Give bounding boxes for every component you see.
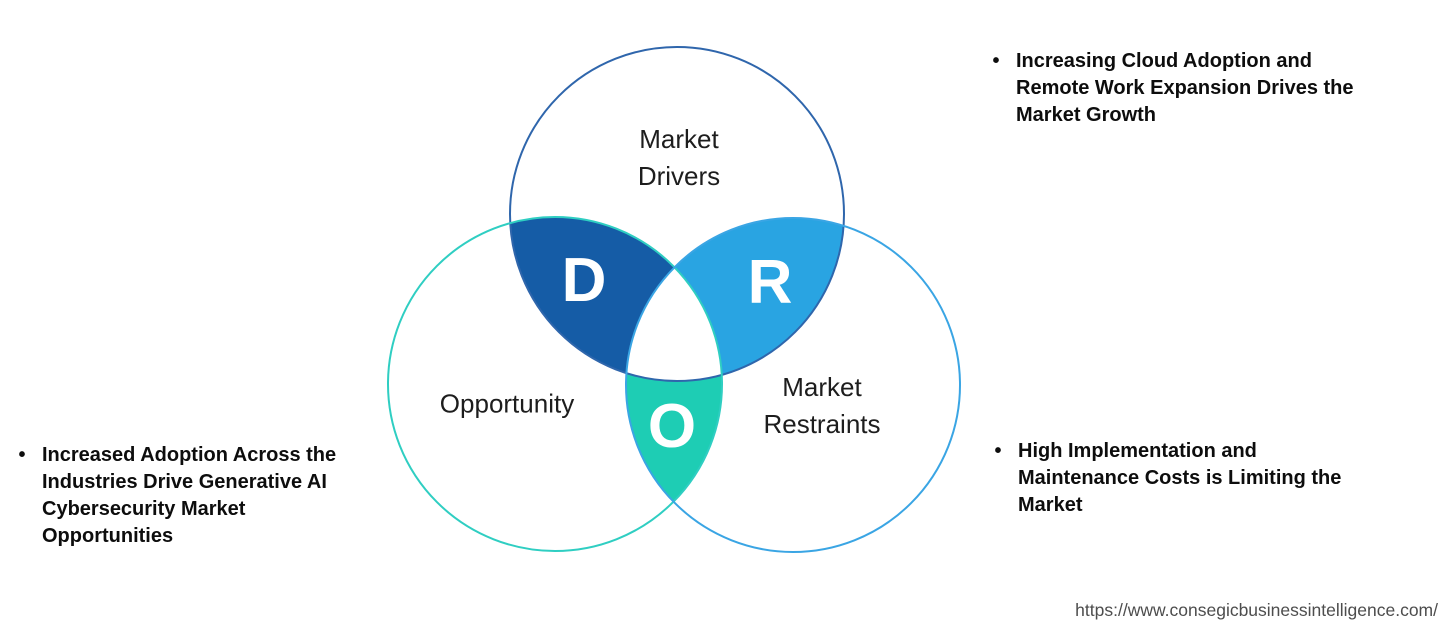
region-restraints-fill [626, 218, 844, 381]
region-drivers-fill [510, 217, 722, 381]
circle-opportunity [387, 216, 723, 552]
letter-o: O [647, 392, 697, 461]
source-url: https://www.consegicbusinessintelligence… [1075, 600, 1438, 620]
bullet-icon: • [18, 444, 26, 466]
bullet-restraints-text: High Implementation and Maintenance Cost… [1018, 440, 1342, 516]
bullet-drivers: • Increasing Cloud Adoption and Remote W… [988, 48, 1408, 129]
bullet-opportunity: • Increased Adoption Across the Industri… [14, 442, 414, 550]
letter-r: R [747, 248, 793, 317]
bullet-opportunity-text: Increased Adoption Across the Industries… [42, 444, 337, 547]
bullet-icon: • [994, 440, 1002, 462]
letter-d: D [561, 246, 607, 315]
label-opportunity: Opportunity [439, 388, 575, 419]
label-market-restraints: Market Restraints [763, 372, 881, 439]
bullet-icon: • [992, 50, 1000, 72]
label-market-drivers: Market Drivers [637, 124, 721, 191]
bullet-drivers-text: Increasing Cloud Adoption and Remote Wor… [1016, 50, 1354, 126]
circle-restraints [625, 217, 961, 553]
circle-drivers [509, 46, 845, 382]
bullet-restraints: • High Implementation and Maintenance Co… [990, 438, 1410, 519]
